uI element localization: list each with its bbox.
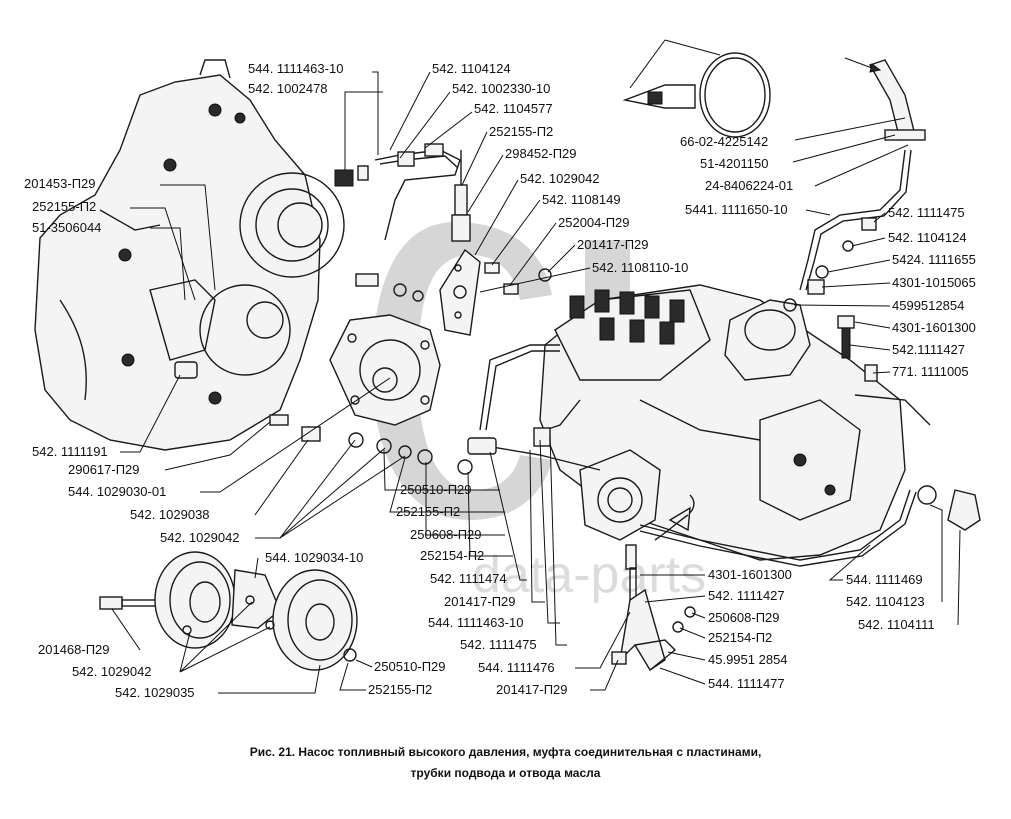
- label-l24: 4599512854: [892, 298, 964, 313]
- label-l16: 66-02-4225142: [680, 134, 768, 149]
- fuel-pump: [539, 284, 931, 561]
- gasket-plate: [439, 248, 481, 336]
- label-l38: 201417-П29: [444, 594, 516, 609]
- label-l09: 252155-П2: [32, 199, 96, 214]
- label-l37: 542. 1111474: [430, 571, 507, 586]
- label-l34: 252155-П2: [396, 504, 460, 519]
- label-l56: 542. 1104123: [846, 594, 925, 609]
- label-l14: 201417-П29: [577, 237, 649, 252]
- label-l03: 542. 1002478: [248, 81, 328, 96]
- diagram-canvas: data-parts: [24, 39, 981, 700]
- label-l19: 5441. 1111650-10: [685, 202, 788, 217]
- label-l55: 544. 1111469: [846, 572, 923, 587]
- label-l21: 542. 1104124: [888, 230, 967, 245]
- label-l27: 771. 1111005: [892, 364, 969, 379]
- label-l43: 544. 1029034-10: [265, 550, 363, 565]
- label-l40: 542. 1111475: [460, 637, 537, 652]
- label-l48: 252155-П2: [368, 682, 432, 697]
- label-l52: 252154-П2: [708, 630, 772, 645]
- label-l45: 542. 1029042: [72, 664, 152, 679]
- label-l11: 51-3506044: [32, 220, 101, 235]
- label-l31: 542. 1029038: [130, 507, 210, 522]
- label-l02: 542. 1104124: [432, 61, 511, 76]
- leader-lines: [111, 71, 961, 694]
- lever-assembly: [611, 506, 696, 671]
- label-l46: 542. 1029035: [115, 685, 195, 700]
- label-l08: 298452-П29: [505, 146, 577, 161]
- label-l33: 250510-П29: [400, 482, 472, 497]
- label-l13: 252004-П29: [558, 215, 630, 230]
- label-l36: 252154-П2: [420, 548, 484, 563]
- label-l25: 4301-1601300: [892, 320, 976, 335]
- label-l04: 542. 1002330-10: [452, 81, 550, 96]
- vertical-fitting: [451, 150, 471, 242]
- label-l57: 542. 1104111: [858, 617, 935, 632]
- oil-pipe-upper: [334, 143, 461, 241]
- label-l39: 544. 1111463-10: [428, 615, 523, 630]
- drive-flange: [329, 314, 441, 426]
- oil-pipe-right: [799, 57, 926, 291]
- label-l05: 542. 1104577: [474, 101, 553, 116]
- caption-line-1: Рис. 21. Насос топливный высокого давлен…: [249, 745, 762, 759]
- label-l15: 542. 1108110-10: [592, 260, 688, 275]
- label-l18: 24-8406224-01: [705, 178, 793, 193]
- label-l44: 201468-П29: [38, 642, 110, 657]
- label-l20: 542. 1111475: [888, 205, 965, 220]
- coupling-assembly: [99, 551, 358, 671]
- label-l51: 250608-П29: [708, 610, 780, 625]
- label-l12: 542. 1108149: [542, 192, 621, 207]
- oil-pipe-lower: [467, 344, 917, 567]
- label-l42: 201417-П29: [496, 682, 568, 697]
- label-l22: 5424. 1111655: [892, 252, 976, 267]
- label-l17: 51-4201150: [700, 156, 768, 171]
- gearbox-housing: [34, 59, 345, 451]
- label-l50: 542. 1111427: [708, 588, 785, 603]
- label-l28: 542. 1111191: [32, 444, 108, 459]
- label-l32: 542. 1029042: [160, 530, 240, 545]
- label-l53: 45.9951 2854: [708, 652, 788, 667]
- label-l10: 542. 1029042: [520, 171, 600, 186]
- label-l30: 544. 1029030-01: [68, 484, 166, 499]
- label-l41: 544. 1111476: [478, 660, 555, 675]
- caption-line-2: трубки подвода и отвода масла: [410, 766, 601, 780]
- label-l54: 544. 1111477: [708, 676, 785, 691]
- right-small-parts: [783, 217, 981, 531]
- figure-caption: Рис. 21. Насос топливный высокого давлен…: [0, 742, 1011, 784]
- label-l35: 250608-П29: [410, 527, 482, 542]
- label-l49: 4301-1601300: [708, 567, 792, 582]
- label-l01: 544. 1111463-10: [248, 61, 343, 76]
- label-l23: 4301-1015065: [892, 275, 976, 290]
- label-l29: 290617-П29: [68, 462, 140, 477]
- part-labels: 544. 1111463-10 542. 1104124 542. 100247…: [24, 61, 976, 700]
- label-l07: 201453-П29: [24, 176, 96, 191]
- sensor-inset: [622, 39, 771, 138]
- label-l47: 250510-П29: [374, 659, 446, 674]
- label-l26: 542.1111427: [892, 342, 965, 357]
- label-l06: 252155-П2: [489, 124, 553, 139]
